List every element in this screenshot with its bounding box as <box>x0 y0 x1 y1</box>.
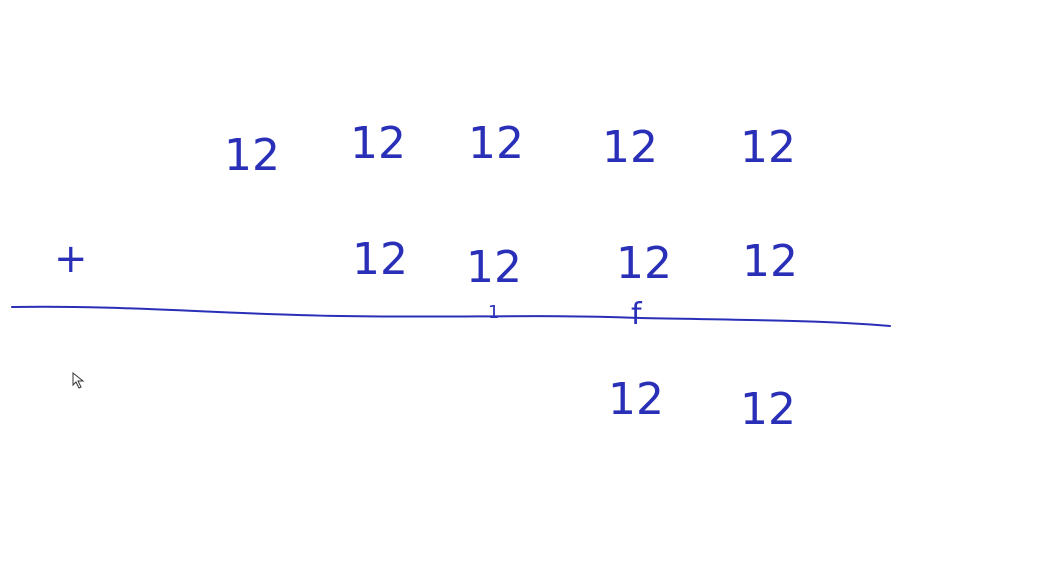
carry-mark-2: f <box>631 297 643 332</box>
row-1: 12 12 12 12 12 <box>224 118 796 181</box>
row2-number-2: 12 <box>466 242 522 293</box>
carry-mark-1: 1 <box>488 302 499 323</box>
carry-marks: 1 f <box>488 297 643 332</box>
row-2: + 12 12 12 12 <box>54 234 798 293</box>
row1-number-3: 12 <box>468 118 524 169</box>
row2-number-4: 12 <box>742 236 798 287</box>
row1-number-4: 12 <box>602 122 658 173</box>
result-number-2: 12 <box>740 384 796 435</box>
result-row: 12 12 <box>608 374 796 435</box>
row1-number-5: 12 <box>740 122 796 173</box>
row1-number-2: 12 <box>350 118 406 169</box>
plus-sign: + <box>54 236 88 282</box>
sum-line <box>11 305 891 327</box>
row2-number-1: 12 <box>352 234 408 285</box>
result-number-1: 12 <box>608 374 664 425</box>
row1-number-1: 12 <box>224 130 280 181</box>
row2-number-3: 12 <box>616 238 672 289</box>
mouse-pointer-icon <box>72 371 85 389</box>
